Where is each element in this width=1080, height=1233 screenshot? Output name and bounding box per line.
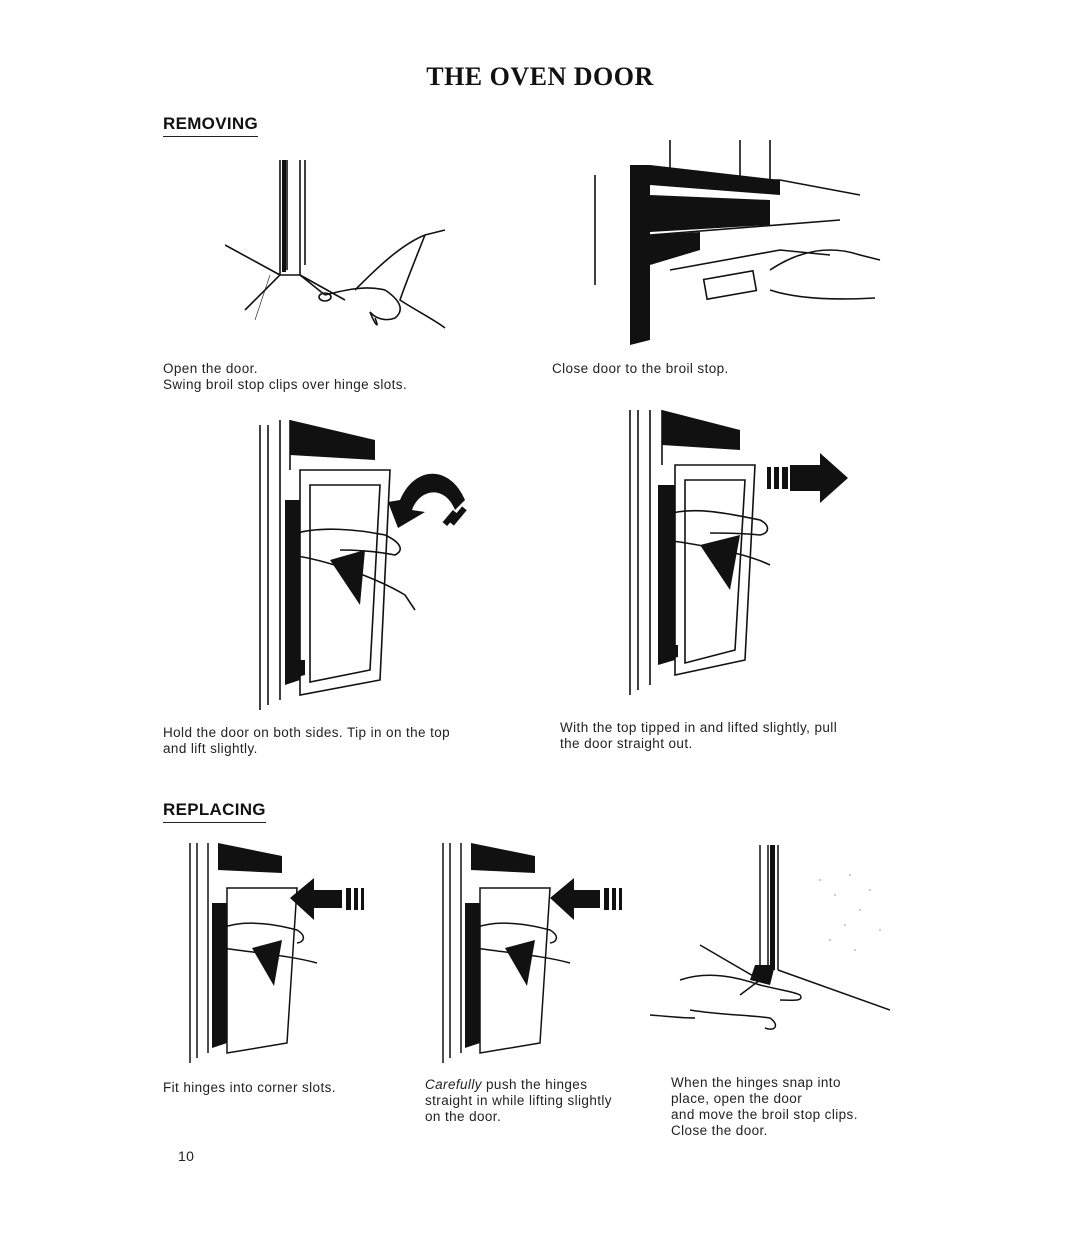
caption-line: place, open the door [671,1091,803,1106]
caption-line: Hold the door on both sides. Tip in on t… [163,725,451,740]
caption-line: and move the broil stop clips. [671,1107,858,1122]
caption-line: Swing broil stop clips over hinge slots. [163,377,408,392]
caption-line: Open the door. [163,361,258,376]
page-number: 10 [178,1148,195,1164]
caption-line: With the top tipped in and lifted slight… [560,720,838,735]
caption-line: the door straight out. [560,736,693,751]
caption-removing-3: Hold the door on both sides. Tip in on t… [163,725,450,757]
replacing-heading: REPLACING [163,800,266,823]
caption-removing-1: Open the door. Swing broil stop clips ov… [163,361,407,393]
page-title: THE OVEN DOOR [426,62,654,91]
caption-line: Close door to the broil stop. [552,361,729,376]
caption-line: Close the door. [671,1123,768,1138]
caption-replacing-3: When the hinges snap into place, open th… [671,1075,858,1139]
illustration-swing-broil-clips [225,160,475,345]
caption-replacing-1: Fit hinges into corner slots. [163,1080,336,1096]
caption-replacing-2: Carefully push the hinges straight in wh… [425,1077,612,1125]
caption-line: Fit hinges into corner slots. [163,1080,336,1095]
illustration-close-to-broil-stop [590,140,890,355]
illustration-push-hinges [435,838,635,1068]
caption-line: straight in while lifting slightly [425,1093,612,1108]
removing-heading: REMOVING [163,114,258,137]
caption-removing-2: Close door to the broil stop. [552,361,729,377]
caption-removing-4: With the top tipped in and lifted slight… [560,720,837,752]
caption-line: Carefully push the hinges [425,1077,612,1093]
emphasis-word: Carefully [425,1077,482,1092]
caption-line: and lift slightly. [163,741,258,756]
caption-line: on the door. [425,1109,502,1124]
caption-text: push the hinges [481,1077,588,1092]
illustration-tip-and-lift [250,410,480,720]
illustration-fit-hinges [182,838,382,1068]
caption-line: When the hinges snap into [671,1075,841,1090]
illustration-pull-straight-out [620,405,850,705]
illustration-move-broil-clips [650,840,895,1040]
